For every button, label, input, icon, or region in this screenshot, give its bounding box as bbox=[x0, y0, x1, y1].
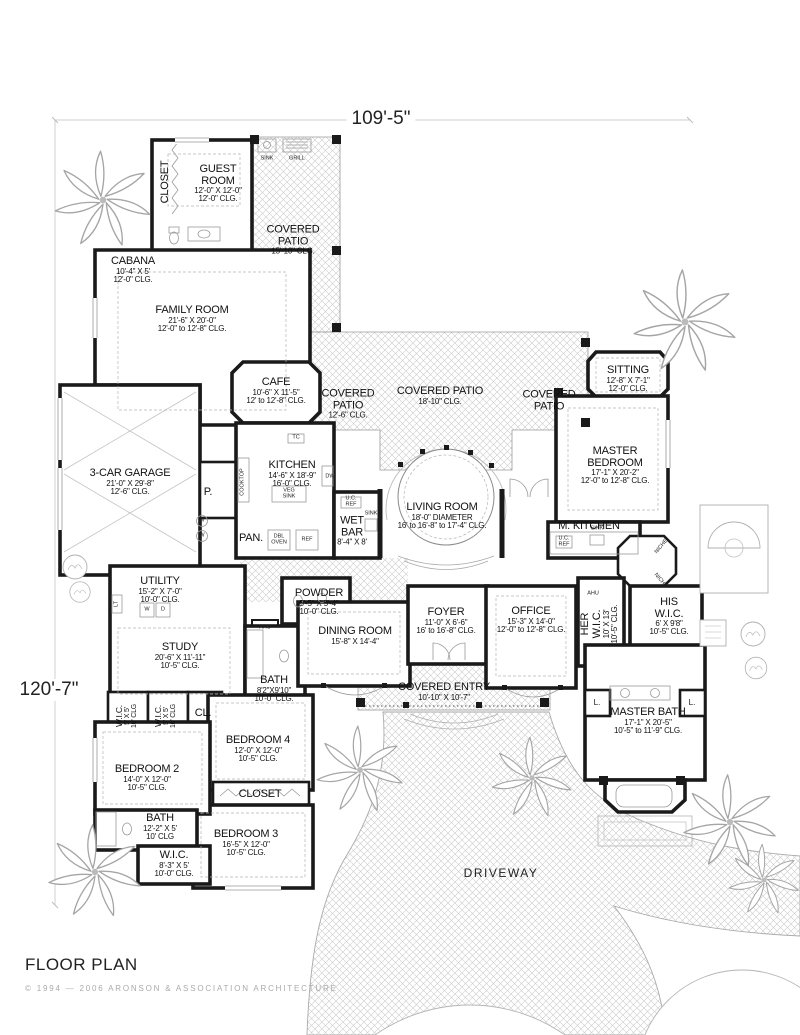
room-label-wic-b: W.I.C.5' X 5' 10' CLG bbox=[153, 703, 178, 729]
room-label-her-wic: HER W.I.C.10' X 13' 10'-5" CLG. bbox=[579, 604, 620, 644]
washer-circle-label-1: W bbox=[199, 517, 205, 524]
patio-posts bbox=[250, 135, 685, 785]
washer-label-utility: W bbox=[144, 606, 150, 613]
room-label-his-wic: HIS W.I.C.6' X 9'8" 10'-5" CLG. bbox=[649, 596, 689, 637]
driveway-label: DRIVEWAY bbox=[463, 866, 539, 880]
overall-width-dimension: 109'-5" bbox=[346, 108, 416, 130]
tc-label: TC bbox=[292, 434, 300, 441]
living-room-dome bbox=[377, 445, 549, 570]
overall-depth-dimension: 120'-7" bbox=[14, 679, 84, 701]
room-label-wic-c: W.I.C.8'-3" X 5' 10'-0" CLG. bbox=[154, 848, 194, 878]
grill-label: GRILL bbox=[289, 155, 305, 162]
dryer-label-utility: D bbox=[161, 606, 165, 613]
sink-label-mkitchen: SINK bbox=[590, 525, 604, 532]
room-label-guest-closet: CLOSET bbox=[159, 160, 172, 204]
ref-label-kitchen: REF bbox=[301, 536, 313, 543]
room-label-closet-b4: CLOSET bbox=[238, 788, 282, 801]
driveway-area bbox=[306, 711, 800, 1035]
linen-label-right: L. bbox=[688, 698, 696, 707]
room-label-p-closet: P. bbox=[203, 486, 213, 499]
window-marks bbox=[56, 136, 672, 892]
fountain bbox=[699, 504, 769, 594]
room-label-m-kitchen: M. KITCHEN bbox=[558, 520, 620, 533]
uc-ref-label-wetbar: U.C. REF bbox=[345, 495, 357, 507]
veg-sink-label: VEG SINK bbox=[282, 487, 296, 499]
ahu-label-1: AHU bbox=[259, 624, 271, 631]
linen-label-left: L. bbox=[593, 698, 601, 707]
sink-label-patio: SINK bbox=[260, 155, 274, 162]
room-label-wic-a: W.I.C.5' X 5' 10' CLG bbox=[114, 703, 139, 729]
room-label-covered-patio-right: COVERED PATIO bbox=[522, 388, 576, 412]
sheet-title: FLOOR PLAN bbox=[25, 955, 138, 974]
dw-label: DW bbox=[325, 473, 335, 480]
ceiling-dashed-outlines bbox=[102, 153, 661, 878]
landscaping bbox=[48, 150, 800, 918]
copyright-line: © 1994 — 2006 ARONSON & ASSOCIATION ARCH… bbox=[25, 984, 338, 993]
lt-label: LT bbox=[113, 600, 120, 608]
room-label-closet-hall: CL. bbox=[194, 707, 212, 720]
room-label-pantry: PAN. bbox=[238, 532, 264, 545]
washer-circle-label-2: W bbox=[199, 532, 205, 539]
dbl-oven-label: DBL OVEN bbox=[271, 533, 287, 545]
ahu-label-2: AHU bbox=[587, 590, 599, 597]
sink-label-wetbar: SINK bbox=[364, 510, 378, 517]
room-walls bbox=[58, 138, 707, 890]
cooktop-label: COOKTOP bbox=[239, 468, 246, 496]
uc-ref-label-mkitchen: U.C. REF bbox=[558, 535, 570, 547]
interior-details bbox=[63, 138, 693, 847]
